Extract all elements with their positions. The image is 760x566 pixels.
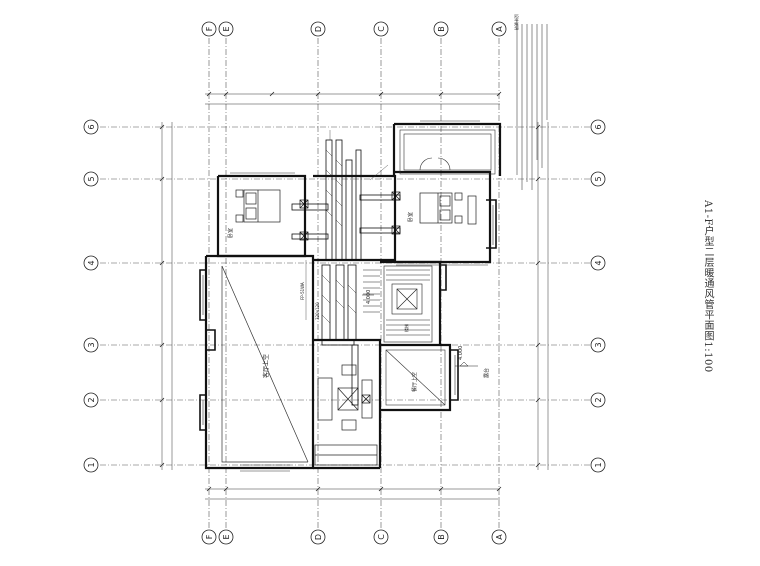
axis-label-bottom-C: C <box>377 534 386 540</box>
horizontal-axis-lines <box>100 126 590 466</box>
axis-label-top-A: A <box>495 26 504 32</box>
dining-void-label: 餐厅上空 <box>411 372 418 392</box>
axis-label-left-3: 3 <box>87 342 96 347</box>
axis-label-top-B: B <box>437 26 446 32</box>
hvac-duct-hatching <box>321 149 357 324</box>
axis-label-bottom-E: E <box>222 534 231 539</box>
design-notes-heading: 设计说明 <box>514 14 520 30</box>
vertical-axis-lines <box>208 38 500 528</box>
axis-label-bottom-D: D <box>314 534 323 540</box>
axis-label-right-2: 2 <box>594 397 603 402</box>
hvac-leaders <box>305 130 389 320</box>
axis-label-bottom-F: F <box>205 534 214 539</box>
hvac-ducts <box>291 139 401 406</box>
dimension-lines <box>161 93 549 500</box>
axis-label-bottom-A: A <box>495 534 504 540</box>
axis-label-left-1: 1 <box>87 462 96 467</box>
bedroom-left-label: 卧室 <box>227 228 234 238</box>
axis-label-top-E: E <box>222 26 231 31</box>
axis-label-left-2: 2 <box>87 397 96 402</box>
air-diffusers <box>299 191 401 404</box>
axis-label-left-5: 5 <box>87 176 96 181</box>
fcu-tag-label: FP-51WA <box>300 282 305 300</box>
terrace-details <box>396 129 496 266</box>
sofa-group <box>314 364 378 466</box>
axis-label-right-3: 3 <box>594 342 603 347</box>
axis-label-top-F: F <box>205 26 214 31</box>
living-void-label: 客厅上空 <box>262 354 270 378</box>
living-void-outline <box>221 265 309 463</box>
axis-bubbles-left <box>83 119 99 473</box>
axis-bubbles-bottom <box>201 529 507 545</box>
stair-left-treads <box>363 269 380 313</box>
axis-label-top-D: D <box>314 26 323 32</box>
dimension-ticks <box>159 91 541 492</box>
bedroom-right-label: 卧室 <box>407 212 414 222</box>
dining-void-outline <box>385 349 446 406</box>
exterior-walls <box>204 122 502 470</box>
axis-label-top-C: C <box>377 26 386 32</box>
axis-label-right-6: 6 <box>594 124 603 129</box>
stair-label: 楼梯 <box>403 324 409 332</box>
bed-left <box>235 189 281 223</box>
axis-label-left-6: 6 <box>87 124 96 129</box>
window-glazing <box>202 120 494 472</box>
elevation-b-value: 4.000 <box>366 290 372 304</box>
drawing-title: A1-F户型二层暖通风管平面图1:100 <box>702 200 713 373</box>
axis-bubbles-top <box>201 21 507 37</box>
stair-core <box>383 265 433 343</box>
axis-label-right-5: 5 <box>594 176 603 181</box>
elevation-a-value: 4.000 <box>458 346 464 360</box>
duct-size-label: 320x120 <box>315 302 320 320</box>
axis-label-left-4: 4 <box>87 260 96 265</box>
axis-label-right-4: 4 <box>594 260 603 265</box>
axis-label-right-1: 1 <box>594 462 603 467</box>
bed-right <box>419 192 477 225</box>
design-notes-block <box>516 18 548 190</box>
elevation-tag-a <box>455 361 478 367</box>
terrace-label: 露台 <box>483 368 490 378</box>
axis-bubbles-right <box>590 119 606 473</box>
axis-label-bottom-B: B <box>437 534 446 540</box>
